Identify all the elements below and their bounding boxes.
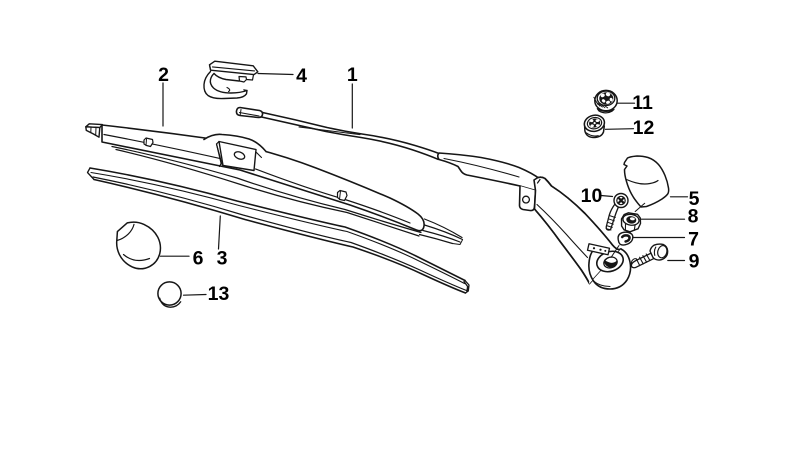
svg-text:9: 9 — [689, 251, 700, 273]
svg-text:10: 10 — [581, 185, 603, 207]
svg-text:2: 2 — [158, 64, 169, 86]
svg-text:11: 11 — [632, 92, 653, 114]
svg-text:13: 13 — [208, 283, 230, 305]
svg-text:12: 12 — [633, 117, 655, 139]
svg-text:8: 8 — [688, 206, 699, 228]
svg-text:6: 6 — [193, 248, 204, 270]
svg-text:5: 5 — [689, 188, 700, 210]
svg-text:4: 4 — [296, 65, 307, 87]
svg-text:3: 3 — [217, 248, 228, 270]
svg-text:1: 1 — [347, 64, 358, 86]
svg-text:7: 7 — [688, 229, 699, 251]
